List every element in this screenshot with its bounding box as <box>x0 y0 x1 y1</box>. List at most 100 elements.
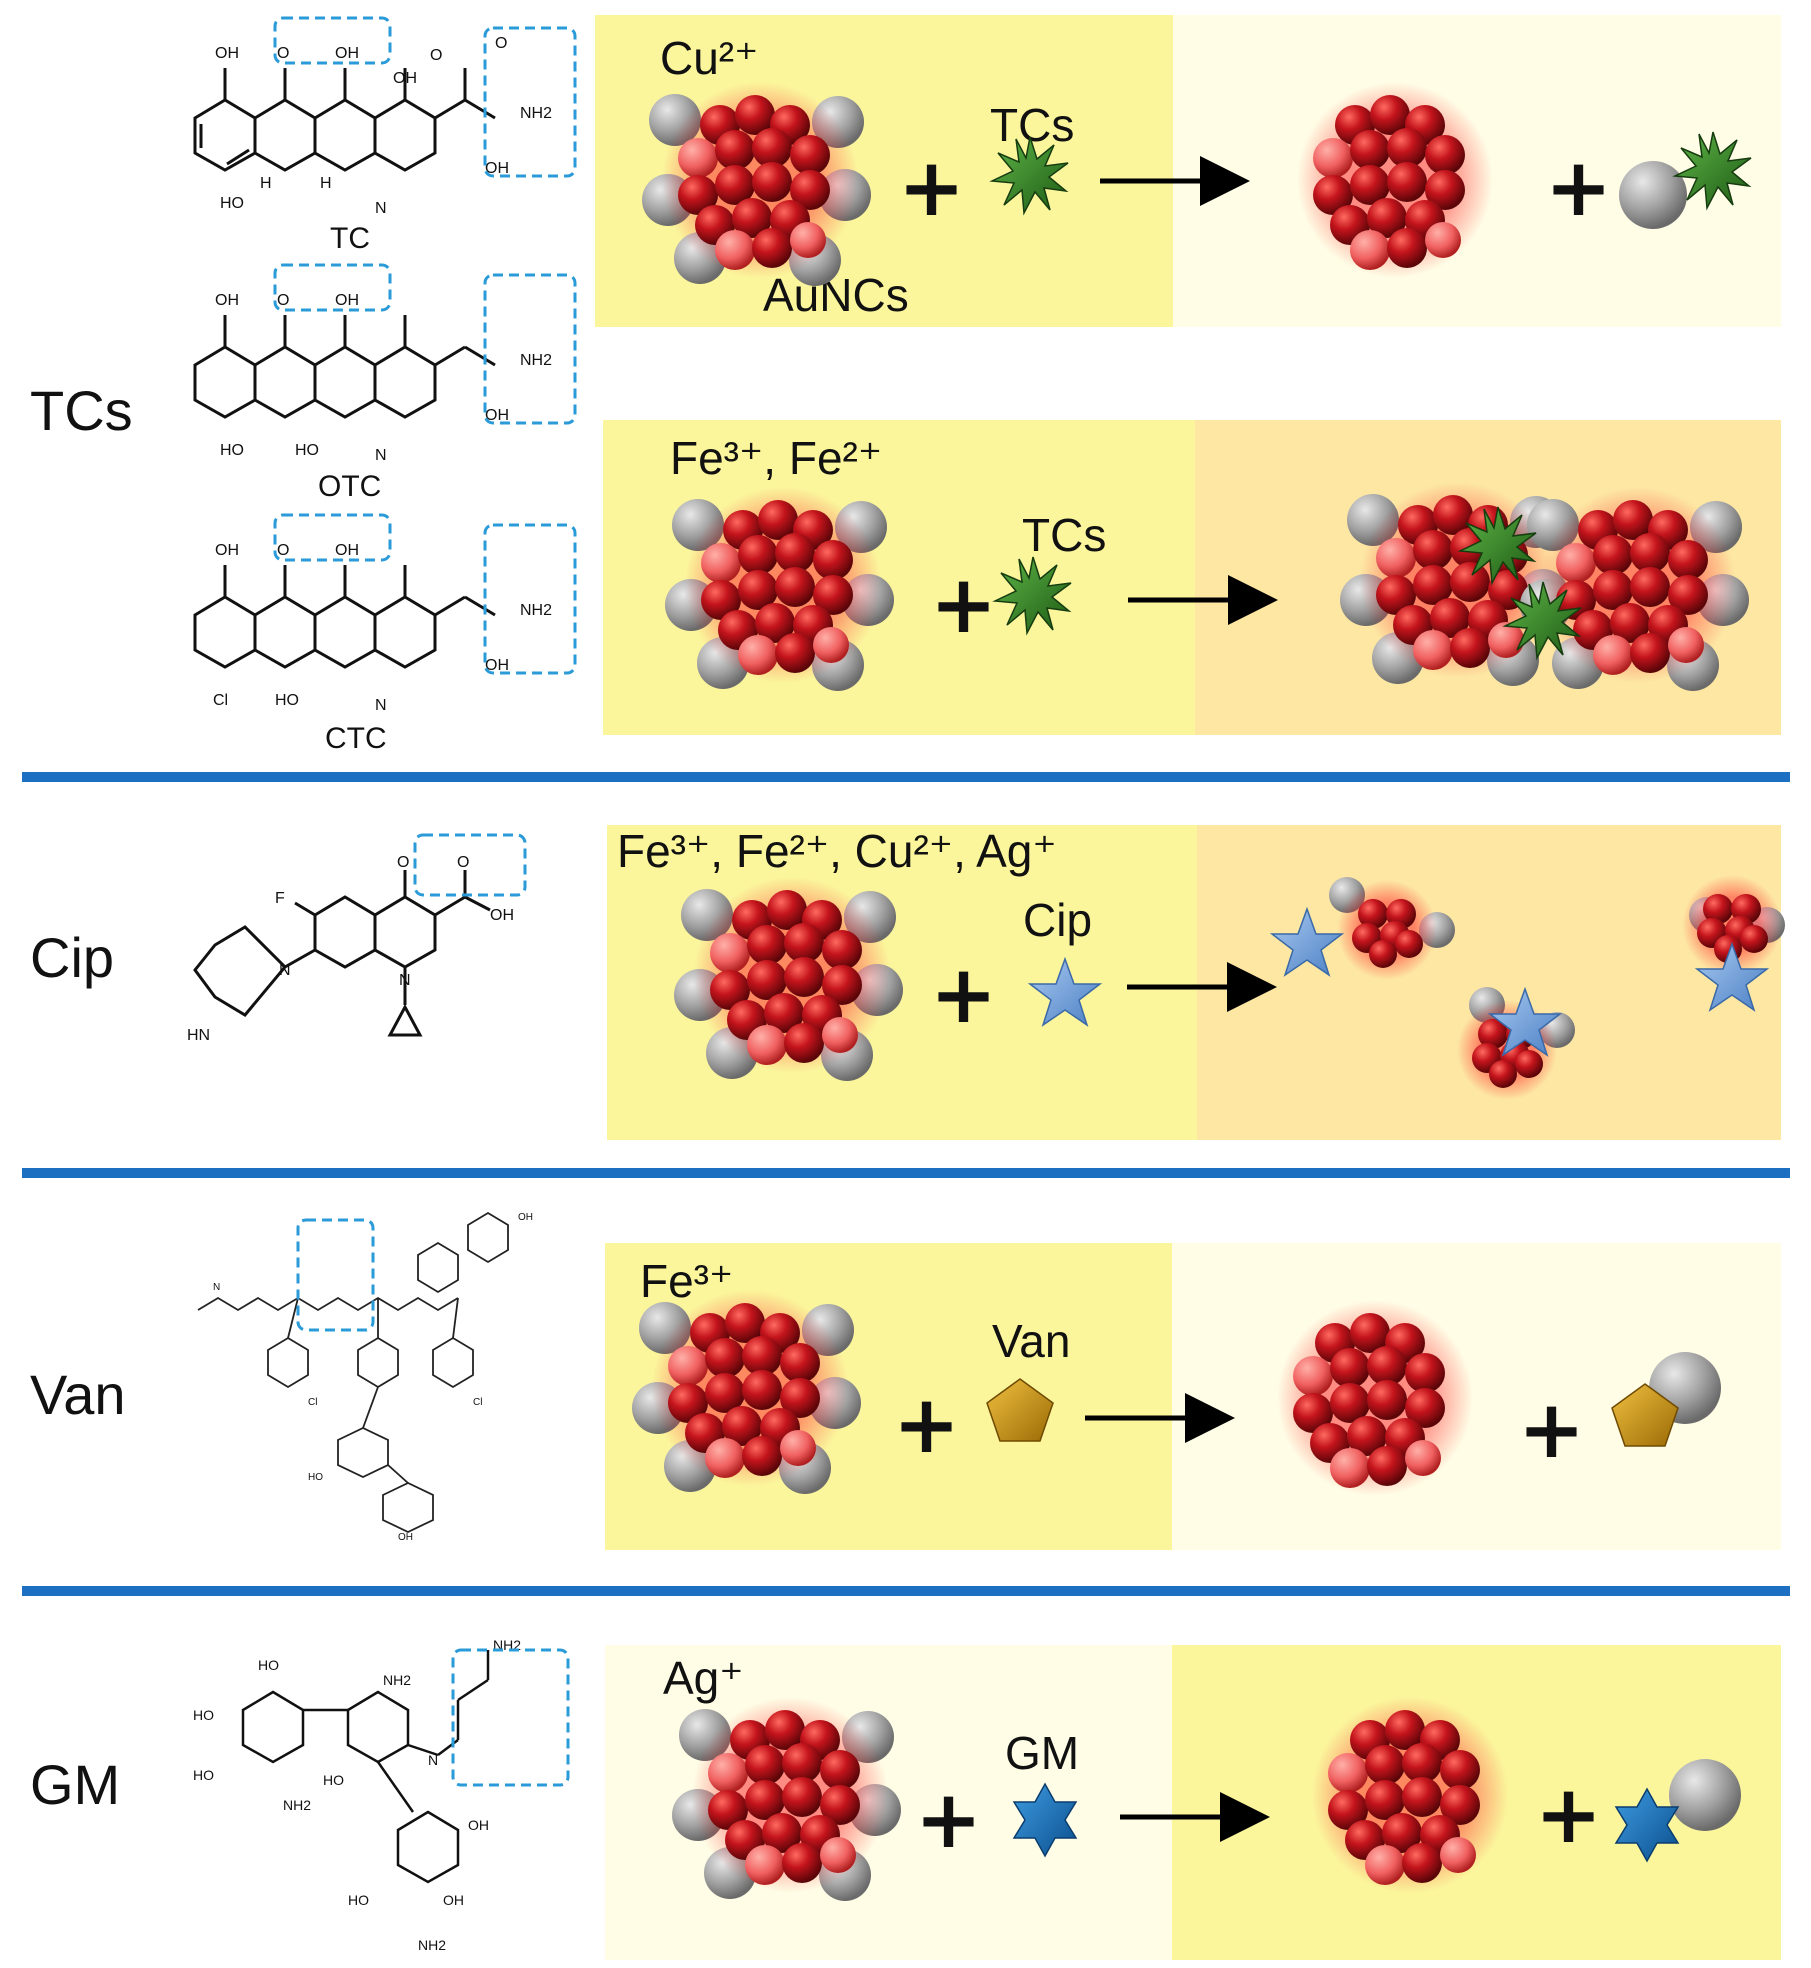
cip-structure: F O O OH N N HN <box>187 833 527 1044</box>
ion-label-cip: Fe³⁺, Fe²⁺, Cu²⁺, Ag⁺ <box>617 825 1057 877</box>
cluster-with-ions <box>642 82 871 286</box>
section-label-cip: Cip <box>30 926 115 989</box>
metal-ion <box>1669 1759 1741 1831</box>
atom-hn: HN <box>187 1027 210 1044</box>
atom-oh: OH <box>335 45 359 62</box>
atom-h: H <box>260 175 272 192</box>
atom-ho: HO <box>295 442 319 459</box>
atom-ho: HO <box>258 1657 279 1673</box>
molecule-name-ctc: CTC <box>325 722 387 755</box>
gm-structure: HO HO HO NH2 NH2 HO NH2 N OH HO OH NH2 <box>193 1637 570 1953</box>
atom-oh: OH <box>215 542 239 559</box>
atom-n: N <box>375 447 387 464</box>
gm-analyte-icon <box>1615 1788 1679 1862</box>
atom-oh: OH <box>485 160 509 177</box>
divider-tcs-cip <box>22 772 1790 782</box>
atom-ho: HO <box>193 1767 214 1783</box>
tc-analyte-icon <box>994 556 1072 634</box>
recovered-cluster <box>1277 1300 1473 1496</box>
analyte-label-cip: Cip <box>1023 894 1093 946</box>
plus-sign: + <box>930 948 998 1041</box>
atom-ho: HO <box>220 195 244 212</box>
van-structure: N Cl Cl HO OH OH <box>197 1211 533 1543</box>
plus-sign: + <box>898 141 966 234</box>
atom-n: N <box>399 972 411 989</box>
atom-nh2: NH2 <box>520 105 552 122</box>
ion-label-fe: Fe³⁺, Fe²⁺ <box>670 432 883 484</box>
analyte-label-tcs: TCs <box>1022 509 1107 561</box>
atom-o: O <box>397 854 409 871</box>
cluster-with-ions <box>672 1697 901 1901</box>
atom-oh: OH <box>490 907 514 924</box>
atom-oh: OH <box>335 292 359 309</box>
recovered-cluster <box>1312 1697 1508 1893</box>
plus-sign: + <box>930 558 998 651</box>
atom-oh: OH <box>398 1532 413 1543</box>
atom-ho: HO <box>323 1772 344 1788</box>
metal-ion <box>1619 161 1687 229</box>
plus-sign: + <box>915 1773 983 1866</box>
atom-o: O <box>277 45 289 62</box>
atom-nh2: NH2 <box>283 1797 311 1813</box>
atom-ho: HO <box>193 1707 214 1723</box>
atom-oh: OH <box>393 70 417 87</box>
atom-oh: OH <box>485 657 509 674</box>
atom-n: N <box>375 697 387 714</box>
atom-h: H <box>320 175 332 192</box>
atom-nh2: NH2 <box>418 1937 446 1953</box>
atom-oh: OH <box>485 407 509 424</box>
atom-o: O <box>277 292 289 309</box>
panel-tc-fe-graphics <box>603 420 1781 735</box>
atom-cl: Cl <box>473 1397 482 1408</box>
ion-label-cu: Cu²⁺ <box>660 32 759 84</box>
divider-van-gm <box>22 1586 1790 1596</box>
otc-structure: OH O OH NH2 OH HO HO N <box>193 263 577 464</box>
ctc-structure: OH O OH NH2 OH Cl HO N <box>193 513 577 714</box>
cluster-with-ions <box>665 487 894 691</box>
atom-n: N <box>428 1752 438 1768</box>
atom-oh: OH <box>518 1212 533 1223</box>
cip-analyte-icon <box>1271 908 1343 976</box>
cluster-with-ions <box>632 1290 861 1494</box>
atom-oh: OH <box>215 292 239 309</box>
atom-n: N <box>213 1282 220 1293</box>
tc-structure: OH O OH OH O O NH2 OH HO H H N <box>193 16 577 217</box>
panel-tc-cu-graphics <box>595 82 1752 327</box>
atom-o: O <box>495 35 507 52</box>
aggregated-cluster <box>1520 487 1749 691</box>
nanocluster-label: AuNCs <box>763 269 909 321</box>
gm-analyte-icon <box>1013 1783 1077 1857</box>
atom-oh: OH <box>443 1892 464 1908</box>
atom-nh2: NH2 <box>520 352 552 369</box>
atom-nh2: NH2 <box>383 1672 411 1688</box>
atom-cl: Cl <box>213 692 228 709</box>
panel-gm-graphics <box>605 1697 1741 1960</box>
molecule-name-otc: OTC <box>318 470 382 503</box>
tc-analyte-icon <box>991 136 1069 214</box>
section-label-tcs: TCs <box>30 379 133 442</box>
atom-oh: OH <box>468 1817 489 1833</box>
atom-n: N <box>375 200 387 217</box>
atom-ho: HO <box>308 1472 323 1483</box>
plus-sign: + <box>1535 1768 1603 1861</box>
atom-ho: HO <box>275 692 299 709</box>
atom-ho: HO <box>348 1892 369 1908</box>
cip-analyte-icon <box>1029 958 1101 1026</box>
atom-f: F <box>275 890 285 907</box>
cluster-with-ions <box>674 877 903 1081</box>
panel-cip-graphics <box>607 875 1785 1100</box>
section-label-gm: GM <box>30 1753 121 1816</box>
plus-sign: + <box>893 1378 961 1471</box>
atom-o: O <box>457 854 469 871</box>
van-analyte-icon <box>986 1378 1054 1442</box>
molecule-name-tc: TC <box>330 222 370 255</box>
plus-sign: + <box>1518 1383 1586 1476</box>
atom-n: N <box>279 962 291 979</box>
divider-cip-van <box>22 1168 1790 1178</box>
atom-ho: HO <box>220 442 244 459</box>
small-cluster <box>1337 880 1437 980</box>
analyte-label-tcs: TCs <box>990 99 1075 151</box>
plus-sign: + <box>1545 141 1613 234</box>
panel-van-graphics <box>605 1243 1721 1496</box>
analyte-label-van: Van <box>992 1315 1071 1367</box>
